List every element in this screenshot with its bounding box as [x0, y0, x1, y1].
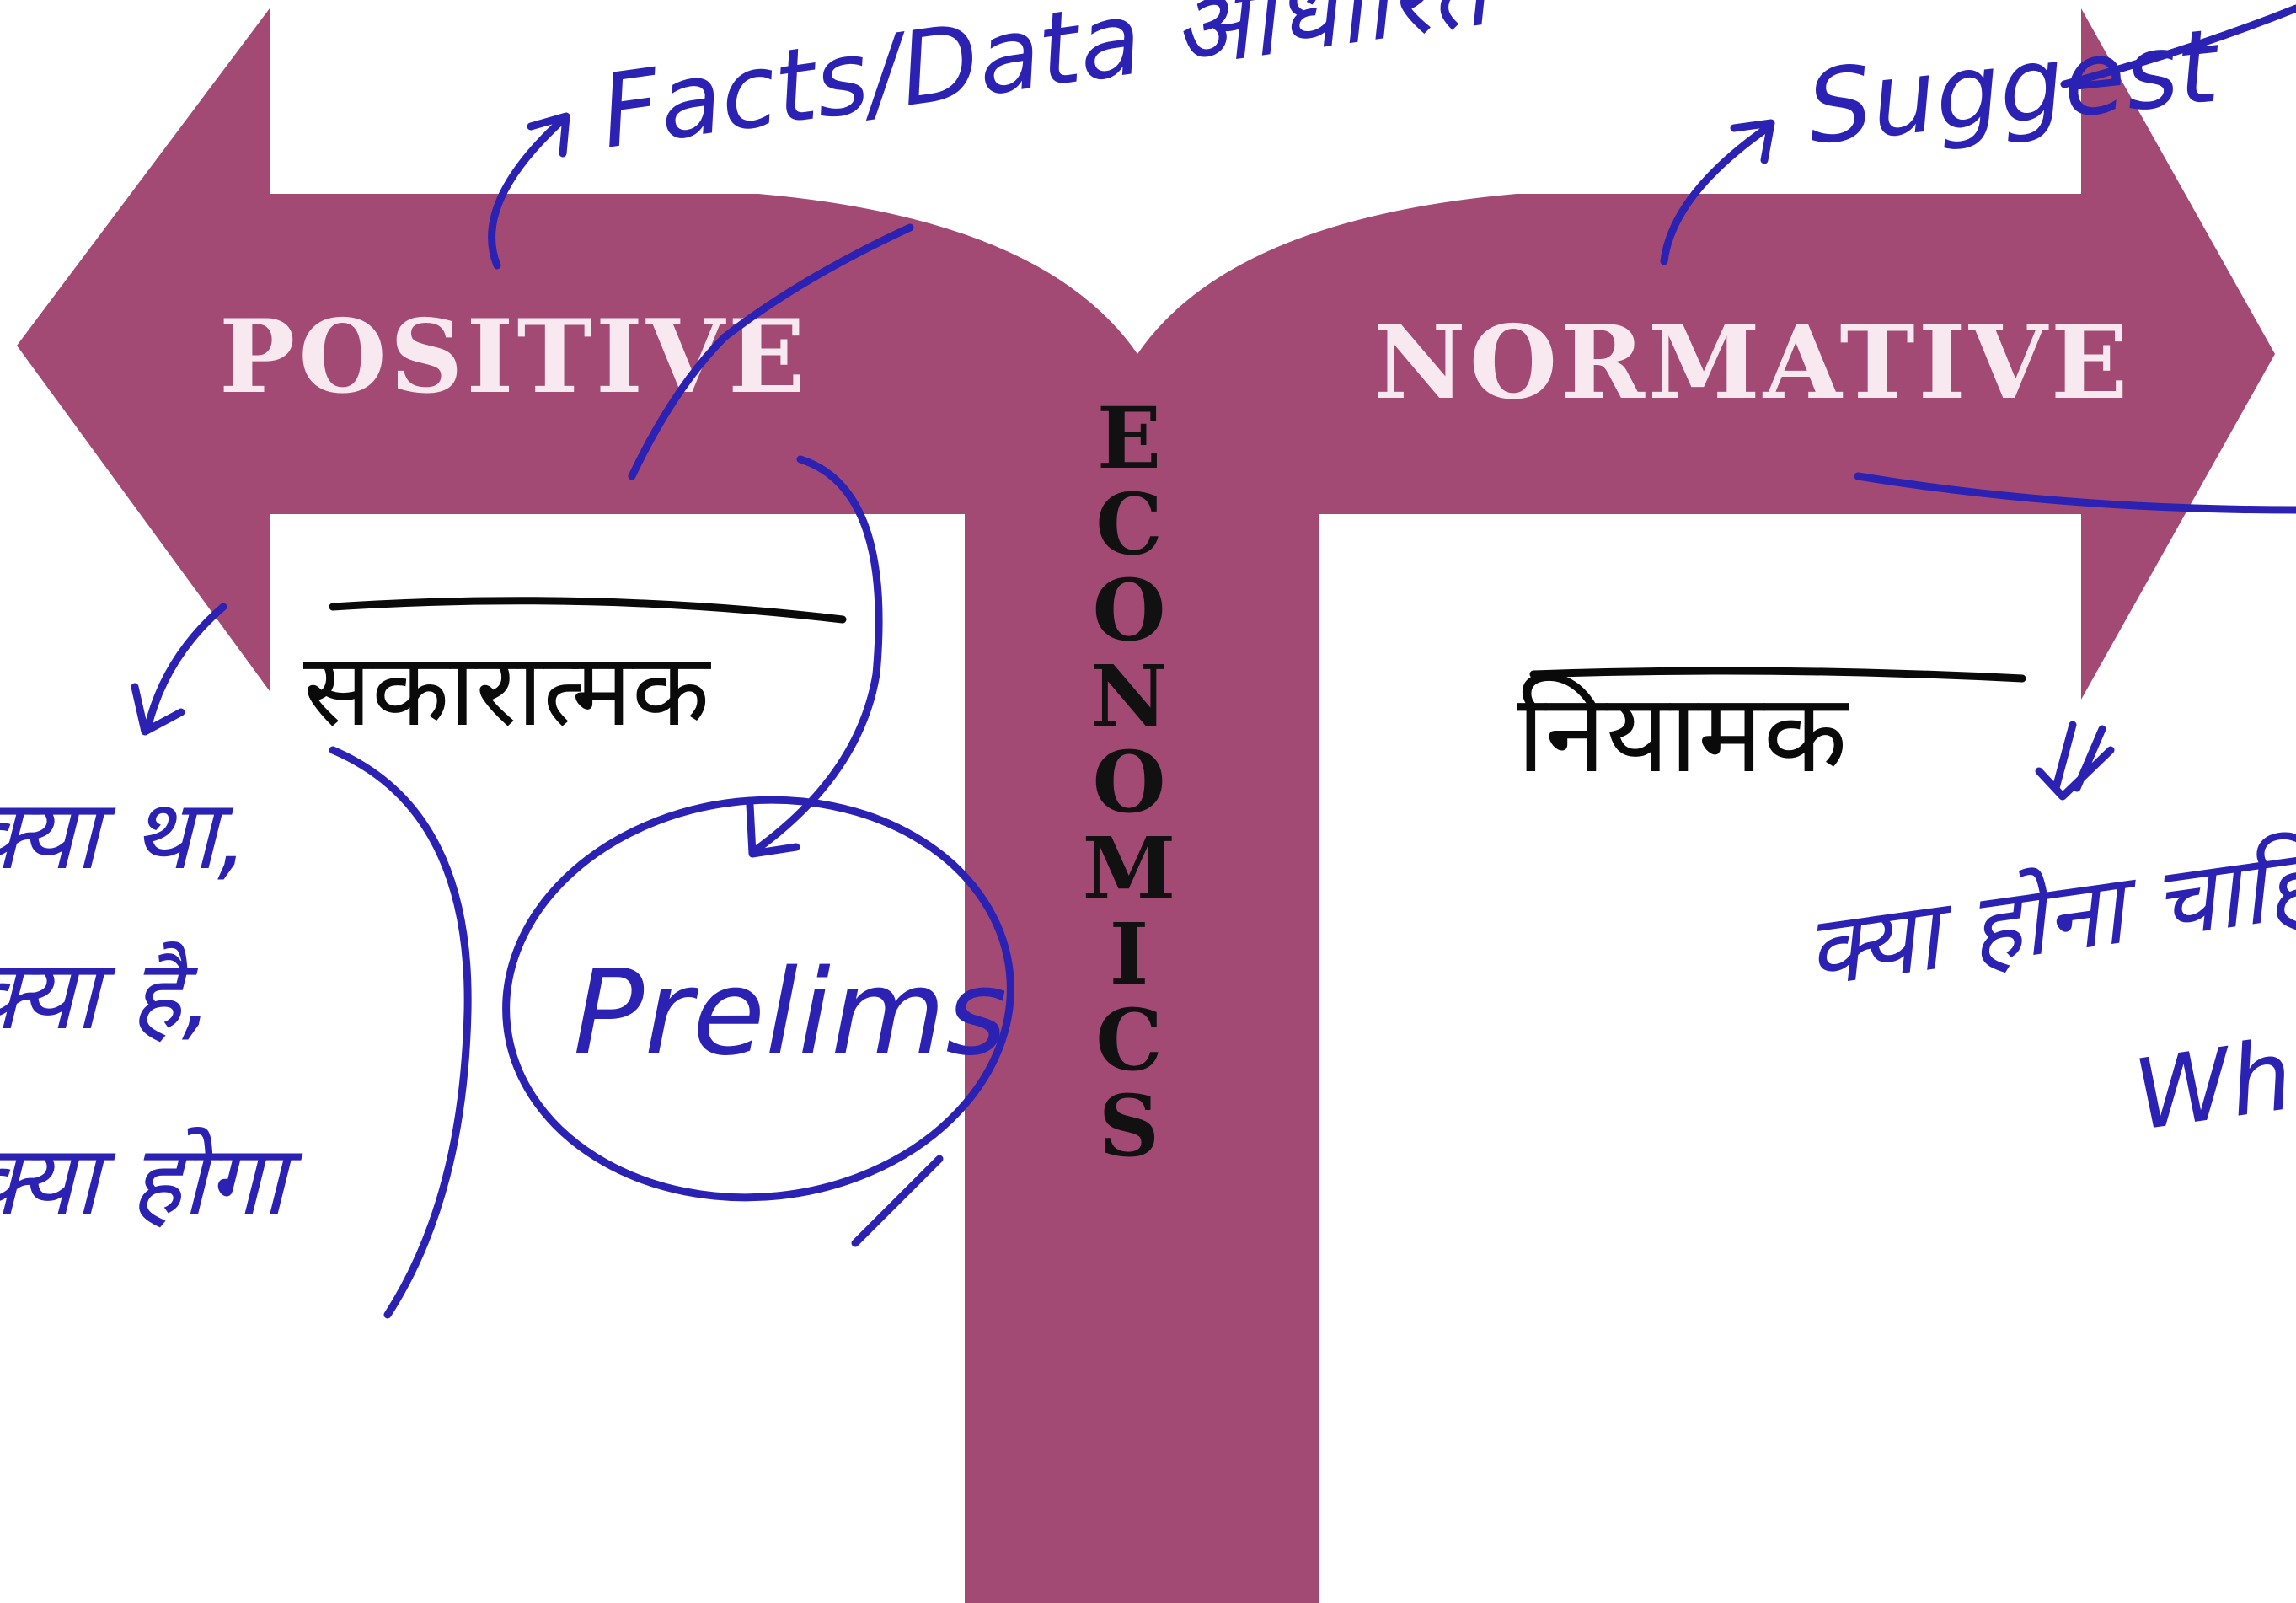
- slash-positive: [628, 223, 914, 480]
- economics-letter: M: [1083, 818, 1176, 918]
- right-joint-curve: [1319, 523, 2081, 1603]
- economics-letter: E: [1097, 389, 1161, 488]
- t-arrow-shape: [17, 0, 2275, 1603]
- underline-normative: [1854, 472, 2296, 514]
- left-joint-curve: [270, 514, 965, 1603]
- right-arrow-head: [2081, 8, 2275, 700]
- economics-letter: I: [1110, 904, 1149, 1004]
- arrow-to-facts: [488, 114, 569, 270]
- vertical-stem: [965, 472, 1319, 1603]
- overline-niyamak: [1529, 667, 2026, 683]
- double-arrow-niyamak: [2035, 721, 2115, 801]
- label-positive: POSITIVE: [219, 298, 809, 416]
- note-prelims: Prelims: [573, 945, 1007, 1082]
- overline-sakaratmak: [329, 597, 847, 624]
- arrow-to-suggest-head: [1730, 119, 1775, 164]
- arrow-to-prelims-head: [746, 801, 800, 858]
- top-notch: [758, 0, 1517, 354]
- economics-letter: O: [1092, 560, 1165, 660]
- arrow-to-facts-head: [527, 112, 570, 158]
- note-suggest: Suggest: [1802, 8, 2227, 168]
- underline-prelims: [851, 1155, 944, 1247]
- left-bracket: [329, 746, 472, 1319]
- economics-letter: S: [1099, 1076, 1159, 1176]
- ink-strokes: [131, 4, 2296, 1319]
- note-left-line-1: क्या था,: [0, 779, 248, 892]
- note-sakaratmak: सकारात्मक: [303, 632, 711, 749]
- economics-letter: C: [1095, 474, 1163, 574]
- economics-letter: C: [1095, 990, 1163, 1090]
- left-arrow-head: [17, 8, 270, 691]
- note-right-line-2: What: [2127, 1005, 2296, 1152]
- top-right-stroke: [2060, 4, 2296, 88]
- arrow-down-left-head: [131, 683, 185, 736]
- circle-prelims: [502, 796, 1014, 1202]
- note-left-line-3: क्या होगा: [0, 1124, 303, 1237]
- economics-letter: O: [1092, 732, 1165, 832]
- arrow-down-left: [143, 603, 227, 733]
- note-left-line-2: क्या है,: [0, 939, 212, 1052]
- arrow-to-suggest: [1660, 122, 1774, 265]
- label-normative: NORMATIVE: [1373, 303, 2131, 422]
- note-niyamak: नियामक: [1517, 669, 1849, 797]
- economics-letter: N: [1090, 646, 1167, 746]
